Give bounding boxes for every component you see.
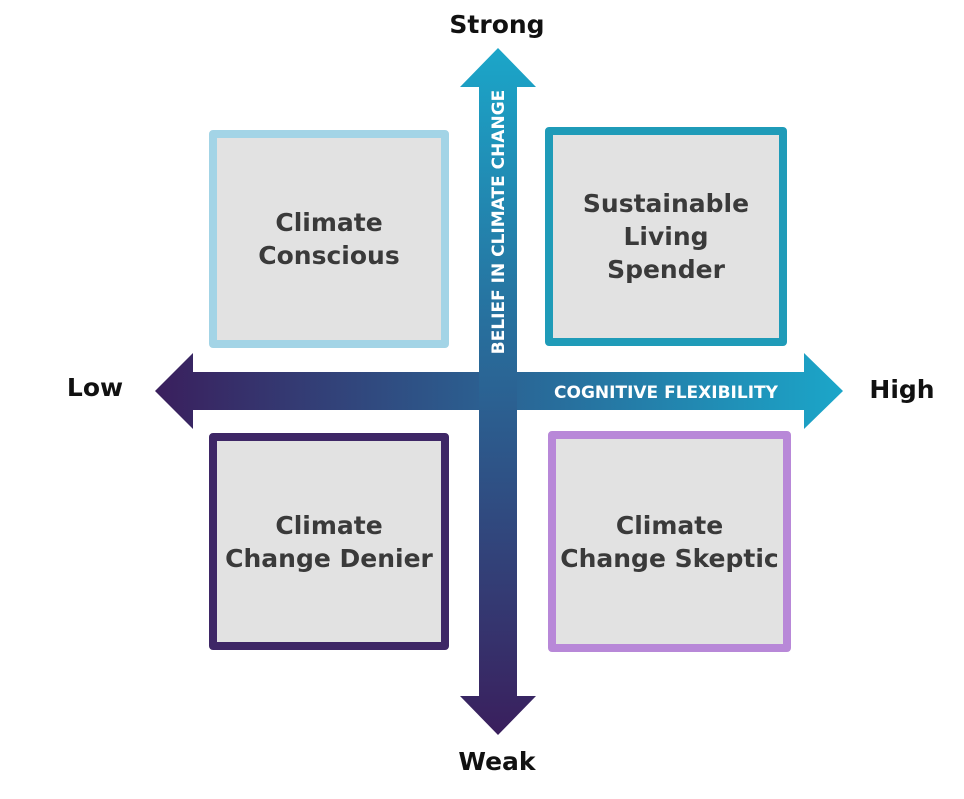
quadrant-label-line: Spender [607,255,725,284]
quadrant-label-line: Climate [275,208,383,237]
axis-top-label: Strong [449,10,545,39]
vertical-axis-label: BELIEF IN CLIMATE CHANGE [489,90,509,355]
axis-bottom-label: Weak [458,747,536,776]
axis-left-label: Low [66,373,124,402]
quadrant-label-line: Climate [275,510,383,540]
quadrant-label-line: Climate [615,510,724,540]
quadrant-label-line: Change Skeptic [560,543,779,573]
quadrant-label-line: Living [623,222,709,251]
horizontal-axis-label: COGNITIVE FLEXIBILITY [554,383,779,403]
quadrant-label-line: Sustainable [582,189,750,218]
axis-right-label: High [869,375,935,404]
quadrant-label-line: Change Denier [225,543,433,573]
vertical-axis-arrow [460,48,536,735]
quadrant-label-line: Conscious [258,241,400,270]
